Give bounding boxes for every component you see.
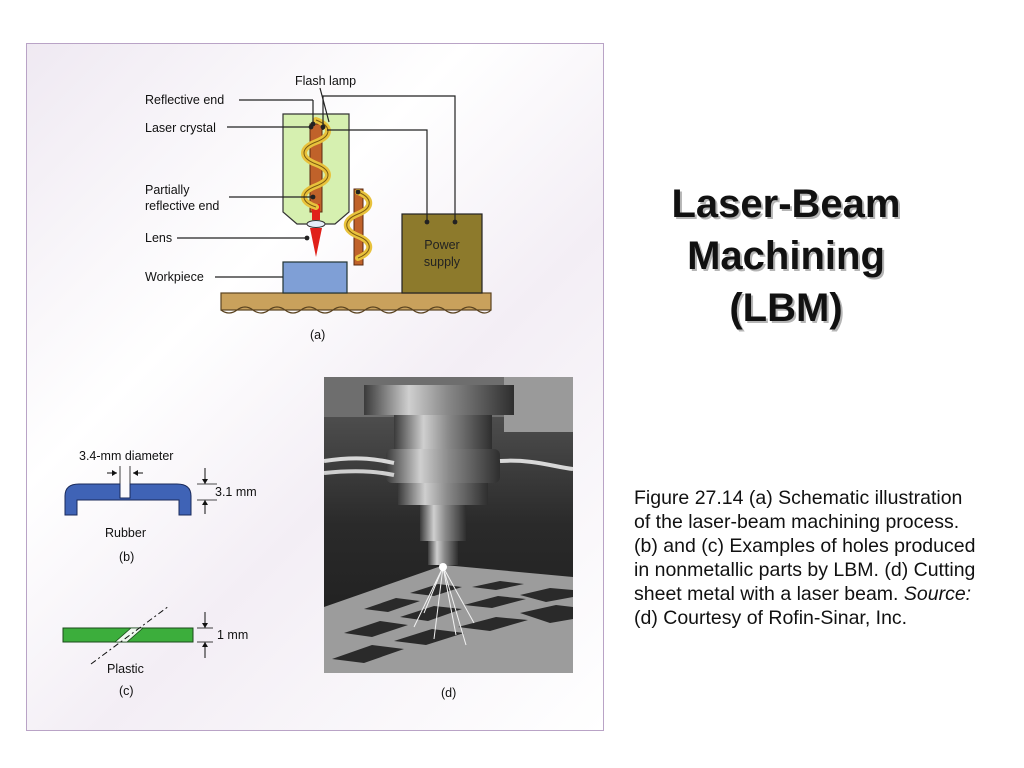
arrowhead-down <box>202 623 208 628</box>
wire-node <box>452 219 458 225</box>
label-partially-2: reflective end <box>145 199 219 213</box>
label-workpiece: Workpiece <box>145 270 204 284</box>
photo-laser-cutting <box>324 377 573 673</box>
figure-caption: Figure 27.14 (a) Schematic illustration … <box>634 486 980 630</box>
label-diameter: 3.4-mm diameter <box>79 449 173 463</box>
leader-dot <box>308 124 314 130</box>
wire-node <box>424 219 430 225</box>
diagram-b: 3.4-mm diameter 3.1 mm Rubber (b) <box>64 449 257 564</box>
photo-illustration <box>324 377 573 673</box>
leader-dot <box>310 194 316 200</box>
beam-cone <box>310 228 322 257</box>
wire-node <box>320 124 326 130</box>
workpiece-block <box>282 261 348 294</box>
base-wavy-edge <box>220 306 492 314</box>
power-supply-box <box>401 213 483 294</box>
plastic-hole <box>113 627 145 643</box>
label-panel-c: (c) <box>119 684 134 698</box>
power-supply-label-2: supply <box>424 255 461 269</box>
arrowhead-right <box>133 470 138 476</box>
arrowhead-up <box>202 500 208 505</box>
label-flash-lamp: Flash lamp <box>295 74 356 88</box>
second-coil-outline <box>346 191 370 259</box>
power-supply-label-1: Power <box>424 238 459 252</box>
arrowhead-down <box>202 479 208 484</box>
label-reflective-end: Reflective end <box>145 93 224 107</box>
label-thickness-b: 3.1 mm <box>215 485 257 499</box>
label-panel-d: (d) <box>441 686 456 700</box>
rubber-part <box>64 483 192 516</box>
arrowhead-up <box>202 642 208 647</box>
leader-flash <box>319 87 330 123</box>
title-line-2: Machining <box>687 234 885 278</box>
label-panel-a: (a) <box>310 328 325 342</box>
caption-text-1: Figure 27.14 (a) Schematic illustration … <box>634 487 976 605</box>
title-line-1: Laser-Beam <box>671 182 901 226</box>
label-panel-b: (b) <box>119 550 134 564</box>
label-partially-1: Partially <box>145 183 190 197</box>
beam-core <box>312 204 320 220</box>
caption-text-2: (d) Courtesy of Rofin-Sinar, Inc. <box>634 607 908 629</box>
second-rod <box>353 188 364 266</box>
lens-shape <box>306 220 326 228</box>
title-line-3: (LBM) <box>729 286 843 330</box>
label-thickness-c: 1 mm <box>217 628 248 642</box>
diagram-c: 1 mm Plastic (c) <box>62 605 248 698</box>
slide-title: Laser-Beam Machining (LBM) <box>636 178 936 334</box>
hole-axis <box>90 605 170 665</box>
wire-mid <box>327 129 428 222</box>
label-rubber: Rubber <box>105 526 146 540</box>
figure-diagrams: Power supply <box>62 74 492 700</box>
flash-lamp-coil-outline <box>303 119 329 208</box>
arrowhead-left <box>112 470 117 476</box>
machine-base <box>220 292 492 311</box>
diagram-a: Power supply <box>145 74 492 342</box>
caption-source-label: Source: <box>903 583 972 605</box>
leader-dot <box>304 235 310 241</box>
wire-node <box>355 189 361 195</box>
label-laser-crystal: Laser crystal <box>145 121 216 135</box>
label-lens: Lens <box>145 231 172 245</box>
label-plastic: Plastic <box>107 662 144 676</box>
